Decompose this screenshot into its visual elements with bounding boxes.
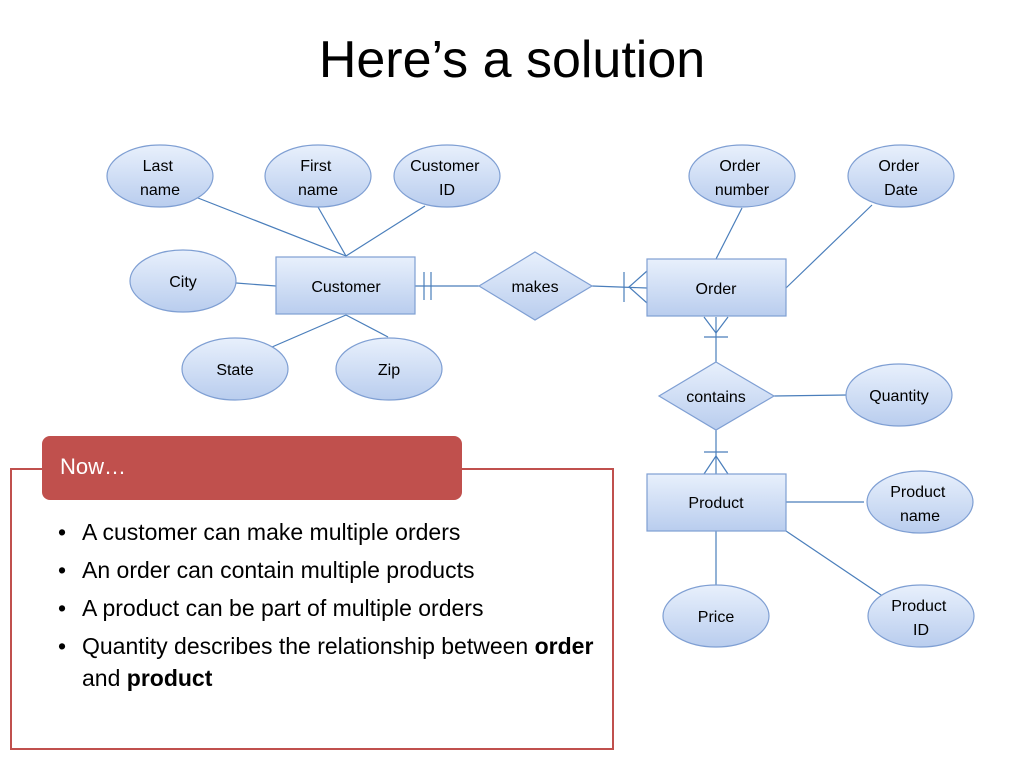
attribute-product-id bbox=[867, 584, 975, 648]
attribute-last-name bbox=[106, 144, 214, 208]
connector-first-name bbox=[317, 206, 347, 257]
connector-city bbox=[235, 282, 277, 287]
bullet-item: A product can be part of multiple orders bbox=[54, 592, 594, 624]
cardinality-many-product-foot bbox=[703, 454, 729, 475]
relationship-makes-label: makes bbox=[511, 279, 558, 296]
connector-customer-id bbox=[345, 205, 426, 257]
bullet-text: and bbox=[82, 665, 127, 691]
callout-bullet-list: A customer can make multiple orders An o… bbox=[54, 516, 594, 700]
attribute-city bbox=[129, 249, 237, 313]
entity-product bbox=[646, 473, 787, 532]
attribute-quantity bbox=[845, 363, 953, 427]
connector-state bbox=[271, 314, 347, 348]
attribute-price-label: Price bbox=[698, 609, 735, 626]
bullet-item: An order can contain multiple products bbox=[54, 554, 594, 586]
callout-header: Now… bbox=[42, 436, 462, 500]
attribute-last-name-label: Last name bbox=[140, 158, 180, 199]
attribute-state bbox=[181, 337, 289, 401]
bullet-item: A customer can make multiple orders bbox=[54, 516, 594, 548]
attribute-order-number bbox=[688, 144, 796, 208]
attribute-customer-id-label: Customer ID bbox=[410, 158, 484, 199]
attribute-state-label: State bbox=[216, 362, 253, 379]
attribute-order-number-label: Order number bbox=[715, 158, 770, 199]
attribute-first-name-label: First name bbox=[298, 158, 338, 199]
entity-customer-label: Customer bbox=[311, 279, 381, 296]
slide-title: Here’s a solution bbox=[318, 31, 706, 89]
connector-zip bbox=[345, 314, 389, 338]
cardinality-many-order-contains-foot bbox=[703, 316, 729, 334]
attribute-order-date bbox=[847, 144, 955, 208]
connector-order-number bbox=[715, 207, 743, 260]
relationship-contains-label: contains bbox=[686, 389, 746, 406]
attribute-city-label: City bbox=[169, 274, 197, 291]
connector-last-name bbox=[197, 197, 347, 257]
attribute-order-date-label: Order Date bbox=[878, 158, 923, 199]
attribute-product-id-label: Product ID bbox=[891, 598, 951, 639]
connector-product-id bbox=[785, 530, 885, 598]
bullet-text: Quantity describes the relationship betw… bbox=[82, 633, 535, 659]
attribute-first-name bbox=[264, 144, 372, 208]
connector-order-date bbox=[785, 204, 873, 289]
bullet-bold-order: order bbox=[534, 633, 594, 659]
entity-order-label: Order bbox=[696, 281, 738, 298]
attribute-customer-id bbox=[393, 144, 501, 208]
connector-makes-order bbox=[591, 285, 648, 289]
cardinality-many-order-foot bbox=[628, 270, 648, 304]
bullet-item: Quantity describes the relationship betw… bbox=[54, 630, 594, 694]
attribute-product-name-label: Product name bbox=[890, 484, 950, 525]
bullet-bold-product: product bbox=[126, 665, 213, 691]
attribute-zip bbox=[335, 337, 443, 401]
entity-order bbox=[646, 258, 787, 317]
attribute-quantity-label: Quantity bbox=[869, 388, 929, 405]
entity-product-label: Product bbox=[688, 495, 744, 512]
entity-customer bbox=[275, 256, 416, 315]
attribute-zip-label: Zip bbox=[378, 362, 400, 379]
connector-contains-quantity bbox=[773, 394, 848, 397]
attribute-product-name bbox=[866, 470, 974, 534]
relationship-makes bbox=[477, 251, 594, 321]
relationship-contains bbox=[657, 361, 776, 431]
attribute-price bbox=[662, 584, 770, 648]
